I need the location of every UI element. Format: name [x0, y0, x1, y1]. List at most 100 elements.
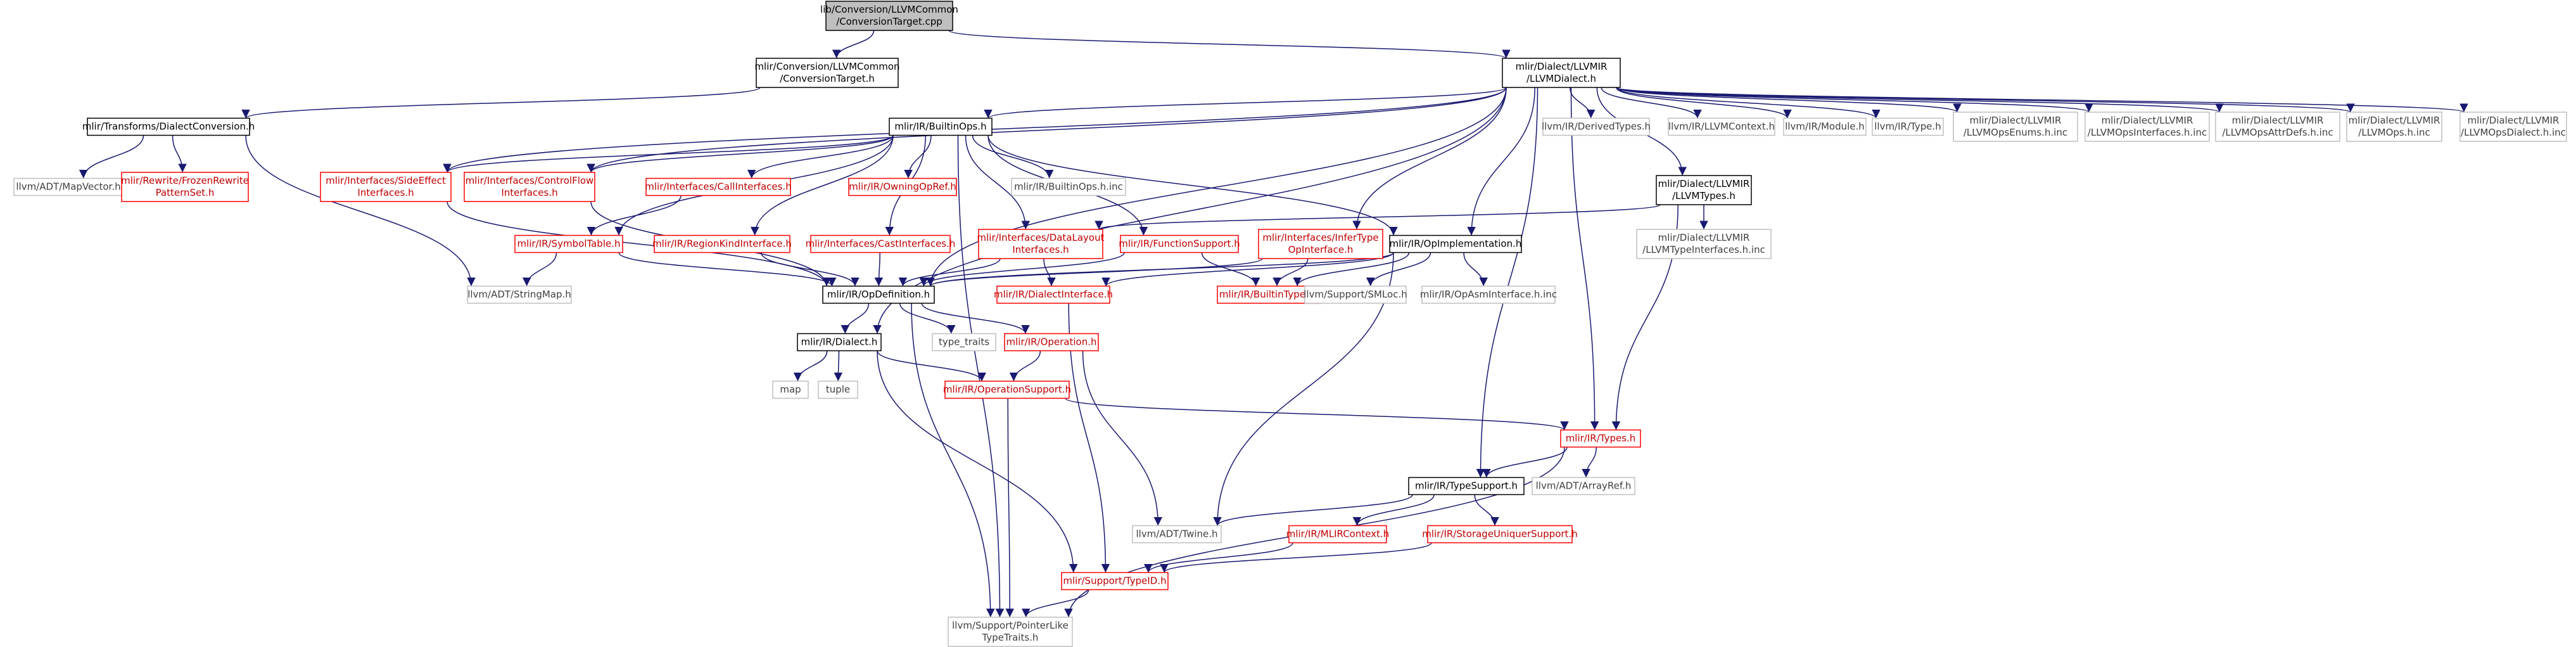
- node-label: mlir/IR/OwningOpRef.h: [849, 181, 956, 193]
- node-callinterfaces-h[interactable]: mlir/Interfaces/CallInterfaces.h: [645, 177, 792, 196]
- node-operation-h[interactable]: mlir/IR/Operation.h: [1004, 333, 1099, 352]
- node-storageuniquer-h[interactable]: mlir/IR/StorageUniquerSupport.h: [1422, 525, 1578, 544]
- edge-opsupport-h-to-types-h: [1065, 397, 1569, 431]
- node-symboltable-h[interactable]: mlir/IR/SymbolTable.h: [514, 234, 623, 253]
- edge-line: [1144, 542, 1293, 573]
- node-box: [1004, 333, 1099, 352]
- node-box: [948, 617, 1073, 647]
- node-derivedtypes-h[interactable]: llvm/IR/DerivedTypes.h: [1542, 117, 1651, 136]
- edge-line: [1570, 87, 1596, 119]
- node-opsupport-h[interactable]: mlir/IR/OperationSupport.h: [943, 380, 1071, 399]
- edge-line: [1160, 542, 1432, 573]
- node-box: [756, 58, 899, 88]
- node-label: mlir/IR/OperationSupport.h: [943, 384, 1071, 395]
- node-owningopref-h[interactable]: mlir/IR/OwningOpRef.h: [848, 177, 957, 196]
- node-llvmdialect-h[interactable]: mlir/Dialect/LLVMIR/LLVMDialect.h: [1502, 58, 1621, 88]
- node-opsattrdefs-inc[interactable]: mlir/Dialect/LLVMIR/LLVMOpsAttrDefs.h.in…: [2215, 112, 2340, 142]
- edge-typesupport-h-to-mlircontext-h: [1352, 494, 1435, 526]
- edge-datalayout-h-to-dialectinterface-h: [1043, 258, 1056, 286]
- node-typeid-h[interactable]: mlir/Support/TypeID.h: [1061, 572, 1169, 591]
- node-regionkind-h[interactable]: mlir/IR/RegionKindInterface.h: [652, 234, 792, 253]
- node-label: mlir/Dialect/LLVMIR: [2102, 115, 2193, 126]
- node-llvmtypes-h[interactable]: mlir/Dialect/LLVMIR/LLVMTypes.h: [1656, 175, 1752, 205]
- node-typesupport-h[interactable]: mlir/IR/TypeSupport.h: [1408, 477, 1525, 496]
- edge-line: [241, 87, 761, 119]
- edge-opimpl-h-to-opasminterface-inc: [1463, 252, 1488, 286]
- node-dialectinterface-h[interactable]: mlir/IR/DialectInterface.h: [994, 285, 1113, 304]
- node-mapvector-h[interactable]: llvm/ADT/MapVector.h: [13, 177, 124, 196]
- edge-line: [877, 350, 986, 381]
- node-arrayref-h[interactable]: llvm/ADT/ArrayRef.h: [1532, 477, 1635, 496]
- node-box: [87, 117, 250, 136]
- node-label: mlir/IR/BuiltinOps.h.inc: [1014, 181, 1123, 193]
- node-opasminterface-inc[interactable]: mlir/IR/OpAsmInterface.h.inc: [1420, 285, 1557, 304]
- node-box: [996, 285, 1110, 304]
- node-llvmcontext-h[interactable]: llvm/IR/LLVMContext.h: [1668, 117, 1775, 136]
- node-convtarget-h[interactable]: mlir/Conversion/LLVMCommon/ConversionTar…: [754, 58, 900, 88]
- node-label: /LLVMOpsDialect.h.inc: [2461, 127, 2566, 138]
- edge-operation-h-to-opsupport-h: [1009, 350, 1041, 381]
- node-llvmops-inc[interactable]: mlir/Dialect/LLVMIR/LLVMOps.h.inc: [2346, 112, 2442, 142]
- node-type-traits[interactable]: type_traits: [932, 333, 996, 352]
- node-opimpl-h[interactable]: mlir/IR/OpImplementation.h: [1389, 234, 1522, 253]
- edge-llvmdialect-h-to-controlflow-h: [587, 87, 1507, 173]
- node-opdefinition-h[interactable]: mlir/IR/OpDefinition.h: [822, 285, 935, 304]
- node-label: mlir/Interfaces/CallInterfaces.h: [645, 181, 791, 193]
- node-dialectconv-h[interactable]: mlir/Transforms/DialectConversion.h: [82, 117, 255, 136]
- node-twine-h[interactable]: llvm/ADT/Twine.h: [1132, 525, 1222, 544]
- node-stringmap-h[interactable]: llvm/ADT/StringMap.h: [467, 285, 572, 304]
- node-opsdialect-inc[interactable]: mlir/Dialect/LLVMIR/LLVMOpsDialect.h.inc: [2459, 112, 2567, 142]
- node-opsinterfaces-inc[interactable]: mlir/Dialect/LLVMIR/LLVMOpsInterfaces.h.…: [2084, 112, 2210, 142]
- node-types-h[interactable]: mlir/IR/Types.h: [1560, 429, 1641, 448]
- edge-dialect-h-to-typeid-h: [877, 350, 1078, 573]
- edge-builtinops-h-to-callinterfaces-h: [747, 135, 894, 179]
- node-typeinterfaces-inc[interactable]: mlir/Dialect/LLVMIR/LLVMTypeInterfaces.h…: [1636, 229, 1772, 259]
- node-box: [1668, 117, 1775, 136]
- node-label: mlir/Conversion/LLVMCommon: [754, 61, 899, 72]
- node-label: mlir/IR/OpDefinition.h: [827, 289, 930, 300]
- node-smloc-h[interactable]: llvm/Support/SMLoc.h: [1304, 285, 1407, 304]
- edge-line: [1213, 494, 1413, 526]
- node-box: [1217, 285, 1322, 304]
- node-type-h[interactable]: llvm/IR/Type.h: [1872, 117, 1944, 136]
- node-tuple[interactable]: tuple: [818, 380, 858, 399]
- edge-castinterfaces-h-to-opdefinition-h: [874, 252, 884, 286]
- node-map[interactable]: map: [772, 380, 809, 399]
- node-dialect-h[interactable]: mlir/IR/Dialect.h: [797, 333, 882, 352]
- edge-llvmdialect-h-to-type-h: [1616, 87, 1881, 119]
- node-box: [645, 177, 791, 196]
- node-box: [889, 117, 993, 136]
- edge-line: [957, 135, 1005, 618]
- node-castinterfaces-h[interactable]: mlir/Interfaces/CastInterfaces.h: [806, 234, 956, 253]
- node-label: mlir/IR/RegionKindInterface.h: [652, 238, 792, 250]
- node-box: [1120, 234, 1239, 253]
- node-label: mlir/IR/OpAsmInterface.h.inc: [1420, 289, 1557, 300]
- edge-types-h-to-typesupport-h: [1482, 447, 1568, 478]
- edge-line: [1616, 87, 2468, 113]
- edge-line: [751, 135, 894, 236]
- edge-llvmdialect-h-to-infertype-h: [1352, 87, 1507, 230]
- edge-line: [877, 350, 1078, 573]
- edge-line: [911, 303, 995, 618]
- node-opsenums-inc[interactable]: mlir/Dialect/LLVMIR/LLVMOpsEnums.h.inc: [1953, 112, 2078, 142]
- node-functionsupport-h[interactable]: mlir/IR/FunctionSupport.h: [1119, 234, 1240, 253]
- node-label: /LLVMOpsAttrDefs.h.inc: [2222, 127, 2333, 138]
- edge-line: [1482, 447, 1568, 478]
- node-builtintypes-h[interactable]: mlir/IR/BuiltinTypes.h: [1217, 285, 1322, 304]
- node-mlircontext-h[interactable]: mlir/IR/MLIRContext.h: [1286, 525, 1390, 544]
- node-builtinops-h[interactable]: mlir/IR/BuiltinOps.h: [889, 117, 993, 136]
- node-box: [944, 380, 1070, 399]
- node-label: llvm/ADT/Twine.h: [1136, 528, 1217, 540]
- edge-builtinops-h-to-sideeffect-h: [443, 134, 894, 173]
- node-label: tuple: [826, 384, 850, 395]
- node-module-h[interactable]: llvm/IR/Module.h: [1783, 117, 1867, 136]
- edge-opdefinition-h-to-dialect-h: [841, 303, 870, 334]
- node-builtinops-inc[interactable]: mlir/IR/BuiltinOps.h.inc: [1011, 177, 1126, 196]
